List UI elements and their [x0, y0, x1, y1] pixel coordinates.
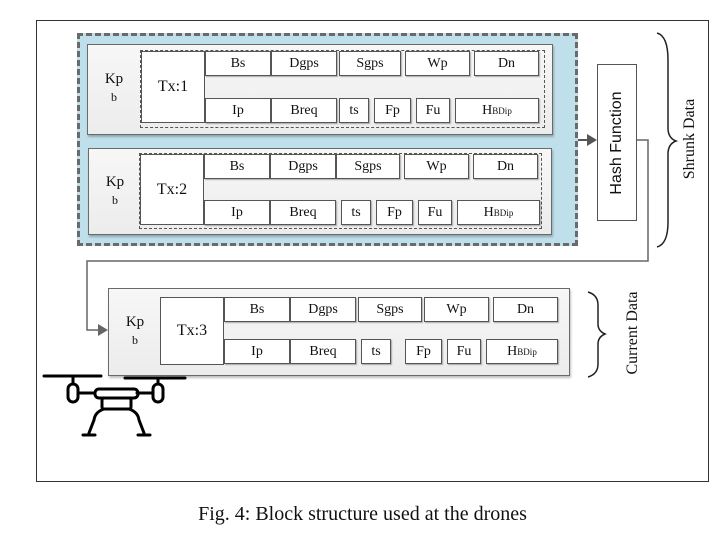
figure-caption: Fig. 4: Block structure used at the dron…	[198, 503, 527, 525]
kpb-label: Kp b	[104, 71, 124, 104]
transaction-container	[140, 50, 545, 128]
field-sgps: Sgps	[358, 297, 422, 322]
field-ip: Ip	[204, 200, 270, 225]
arrow-to-current-block	[98, 324, 108, 336]
field-dgps: Dgps	[271, 51, 337, 76]
field-breq: Breq	[290, 339, 356, 364]
drone-icon	[42, 374, 187, 437]
field-dgps: Dgps	[290, 297, 356, 322]
field-bs: Bs	[204, 154, 270, 179]
block-tx1: Kp b Tx:1 Bs Dgps Sgps Wp Dn Ip Breq ts …	[87, 44, 553, 135]
field-ip: Ip	[224, 339, 290, 364]
shrunk-data-brace	[656, 32, 679, 248]
field-bs: Bs	[205, 51, 271, 76]
shrunk-data-label: Shrunk Data	[681, 98, 698, 180]
transaction-container	[139, 153, 542, 229]
current-data-brace	[587, 291, 607, 378]
kpb-label: Kp b	[125, 314, 145, 347]
current-data-label: Current Data	[624, 291, 641, 375]
figure-frame	[36, 20, 709, 482]
field-fp: Fp	[405, 339, 442, 364]
hash-function-box: Hash Function	[597, 64, 637, 221]
field-ip: Ip	[205, 98, 271, 123]
field-dn: Dn	[493, 297, 558, 322]
field-ts: ts	[341, 200, 371, 225]
field-ts: ts	[361, 339, 391, 364]
field-wp: Wp	[405, 51, 470, 76]
field-ts: ts	[339, 98, 369, 123]
field-sgps: Sgps	[339, 51, 401, 76]
field-fp: Fp	[376, 200, 413, 225]
field-sgps: Sgps	[336, 154, 400, 179]
block-tx2: Kp b Tx:2 Bs Dgps Sgps Wp Dn Ip Breq ts …	[88, 148, 552, 235]
field-wp: Wp	[404, 154, 469, 179]
field-breq: Breq	[271, 98, 337, 123]
field-breq: Breq	[270, 200, 336, 225]
kpb-label: Kp b	[105, 174, 125, 207]
field-bs: Bs	[224, 297, 290, 322]
tx-label: Tx:1	[141, 51, 205, 123]
field-wp: Wp	[424, 297, 489, 322]
field-dgps: Dgps	[270, 154, 336, 179]
tx-label: Tx:3	[160, 297, 224, 365]
arrow-to-hash	[578, 134, 597, 146]
field-dn: Dn	[473, 154, 538, 179]
field-dn: Dn	[474, 51, 539, 76]
hash-to-current-connector	[86, 139, 649, 331]
field-fu: Fu	[447, 339, 481, 364]
field-fu: Fu	[416, 98, 450, 123]
tx-label: Tx:2	[140, 154, 204, 225]
field-fp: Fp	[374, 98, 411, 123]
field-fu: Fu	[418, 200, 452, 225]
block-tx3: Kp b Tx:3 Bs Dgps Sgps Wp Dn Ip Breq ts …	[108, 288, 570, 376]
